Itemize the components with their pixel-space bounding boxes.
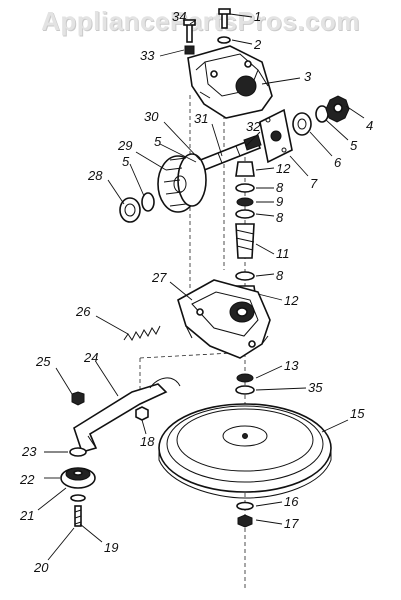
callout-33: 33 xyxy=(140,48,155,63)
callout-19: 19 xyxy=(104,540,118,555)
callout-8-top: 8 xyxy=(276,180,284,195)
right-bearings xyxy=(292,95,350,136)
callout-8-low: 8 xyxy=(276,268,284,283)
gear-case-cover xyxy=(187,45,273,119)
washers xyxy=(235,373,255,395)
callout-34: 34 xyxy=(172,9,186,24)
callout-11: 11 xyxy=(276,246,290,261)
top-screws xyxy=(183,8,231,55)
callout-12-top: 12 xyxy=(276,161,291,176)
callout-1: 1 xyxy=(254,9,261,24)
drive-pulley xyxy=(158,403,332,499)
vertical-shaft-stack xyxy=(233,161,257,301)
callout-22: 22 xyxy=(19,472,35,487)
callout-5-left: 5 xyxy=(122,154,130,169)
callout-29: 29 xyxy=(117,138,132,153)
callout-7: 7 xyxy=(310,176,318,191)
mounting-plate xyxy=(259,108,293,164)
callout-27: 27 xyxy=(151,270,167,285)
left-bearing xyxy=(119,192,155,223)
callout-3: 3 xyxy=(304,69,312,84)
nut xyxy=(135,406,149,421)
callout-9: 9 xyxy=(276,194,283,209)
callout-2: 2 xyxy=(253,37,262,52)
callout-16: 16 xyxy=(284,494,299,509)
callout-35: 35 xyxy=(308,380,323,395)
callout-17: 17 xyxy=(284,516,299,531)
callout-13: 13 xyxy=(284,358,299,373)
callout-labels: 1 2 3 4 5 5 5 6 7 8 8 8 9 11 12 12 13 15… xyxy=(19,9,373,575)
callout-32: 32 xyxy=(246,119,261,134)
callout-26: 26 xyxy=(75,304,91,319)
callout-6: 6 xyxy=(334,155,342,170)
worm-gear xyxy=(157,153,207,213)
callout-5-right: 5 xyxy=(350,138,358,153)
callout-28: 28 xyxy=(87,168,103,183)
callout-30: 30 xyxy=(144,109,159,124)
callout-15: 15 xyxy=(350,406,365,421)
spring xyxy=(123,325,161,341)
callout-8-mid: 8 xyxy=(276,210,284,225)
callout-25: 25 xyxy=(35,354,51,369)
callout-12-low: 12 xyxy=(284,293,299,308)
idler-pulley xyxy=(60,447,96,527)
callout-18: 18 xyxy=(140,434,155,449)
callout-24: 24 xyxy=(83,350,98,365)
bottom-hardware xyxy=(236,501,254,528)
callout-23: 23 xyxy=(21,444,37,459)
callout-31: 31 xyxy=(194,111,208,126)
callout-21: 21 xyxy=(19,508,34,523)
leader-lines xyxy=(37,13,365,561)
watermark: AppliancePartsPros.com xyxy=(41,6,360,36)
bracket-arm xyxy=(71,377,181,453)
callout-4: 4 xyxy=(366,118,373,133)
callout-20: 20 xyxy=(33,560,49,575)
callout-5-upper: 5 xyxy=(154,134,162,149)
lower-gear-case xyxy=(177,279,271,359)
